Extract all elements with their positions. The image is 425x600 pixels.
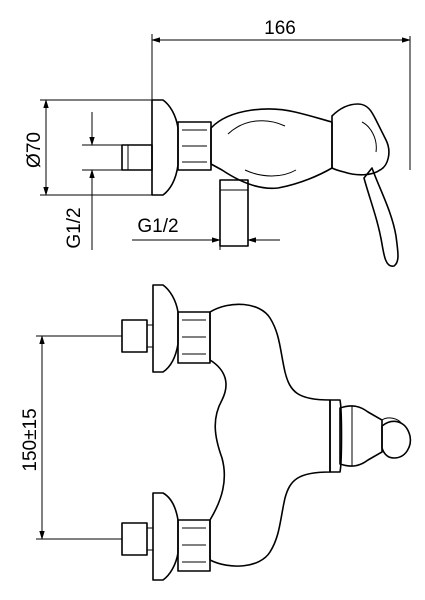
lower-flange [152, 492, 179, 581]
lever-handle [363, 167, 399, 267]
dim-thread-side: G1/2 [64, 207, 85, 248]
nut [177, 121, 212, 171]
temperature-knob [339, 405, 383, 467]
side-view: 166 Ø70 G1/2 G1/2 [24, 18, 411, 267]
knob-tip [381, 420, 412, 459]
outlet-pipe [219, 179, 249, 247]
handle-cap [331, 103, 390, 176]
mixer-body [209, 303, 331, 567]
front-view: 150±15 [20, 284, 412, 581]
dim-diameter: Ø70 [24, 132, 45, 168]
inlet-stub [121, 144, 153, 171]
wall-flange [151, 99, 179, 196]
dim-thread-bottom: G1/2 [137, 216, 178, 237]
dim-center-distance: 150±15 [20, 408, 41, 471]
upper-flange [152, 284, 179, 373]
dim-overall-width: 166 [264, 18, 296, 39]
